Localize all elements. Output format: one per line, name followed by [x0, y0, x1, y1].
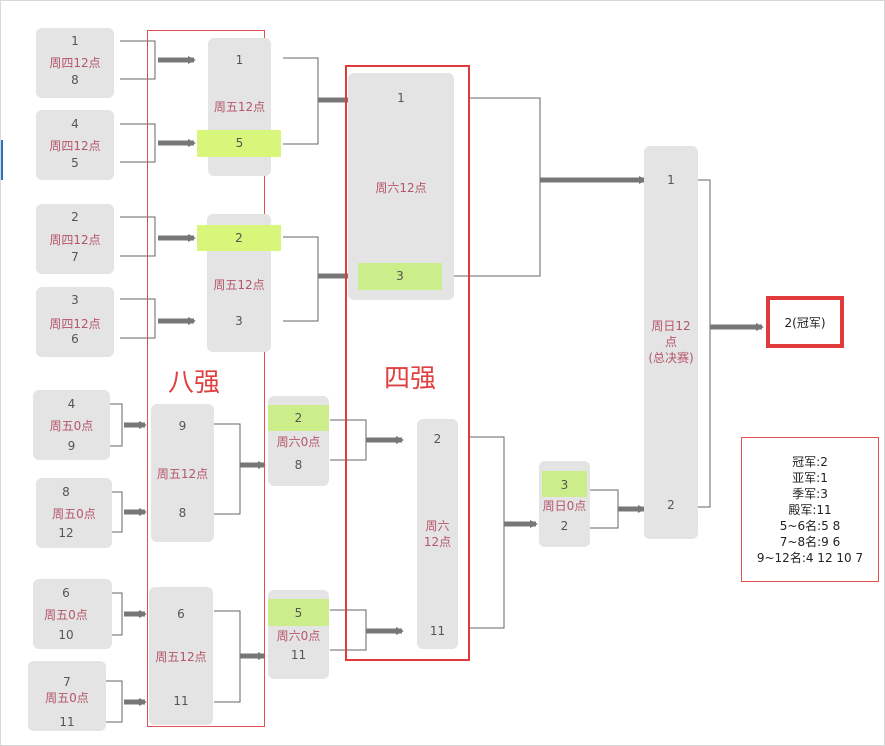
ranking-line: 殿军:11 — [788, 503, 832, 517]
seed-label: 11 — [59, 715, 75, 729]
match-time: 周五0点 — [49, 419, 94, 433]
seed-label: 1 — [71, 34, 79, 48]
winner-highlight — [197, 130, 281, 157]
seed-label: 9 — [67, 439, 76, 453]
winner-highlight — [268, 405, 329, 431]
ranking-line: 7~8名:9 6 — [779, 535, 841, 549]
seed-label: 2 — [560, 519, 569, 533]
winner-highlight — [197, 225, 281, 251]
seed-label: 11 — [429, 624, 446, 638]
seed-label: 2 — [235, 231, 243, 245]
match-time: 周四12点 — [49, 56, 101, 70]
champion-box: 2(冠军) — [766, 296, 844, 348]
four-strong-frame — [345, 65, 470, 661]
seed-label: 5 — [235, 136, 244, 150]
seed-label: 6 — [62, 586, 70, 600]
seed-label: 3 — [235, 314, 243, 328]
round1-match-2: 4 周四12点 5 — [36, 110, 114, 180]
seed-label: 1 — [397, 91, 405, 105]
match-time: 周五0点 — [44, 608, 88, 622]
seed-label: 11 — [173, 694, 189, 708]
match-time: 周五0点 — [52, 507, 96, 521]
ranking-summary: 冠军:2 亚军:1 季军:3 殿军:11 5~6名:5 8 7~8名:9 6 9… — [741, 437, 879, 582]
seed-label: 11 — [290, 648, 307, 662]
match-time: 周六0点 — [276, 629, 321, 643]
seed-label: 10 — [58, 628, 74, 642]
round1-match-5: 4 周五0点 9 — [33, 390, 110, 460]
match-time: 周四12点 — [49, 233, 101, 247]
seed-label: 1 — [235, 53, 244, 67]
seed-label: 3 — [396, 269, 404, 283]
ranking-line: 5~6名:5 8 — [779, 519, 841, 533]
match-time: 周五12点 — [213, 100, 266, 114]
round1-match-6: 8 周五0点 12 — [36, 478, 112, 548]
eight-strong-label: 八强 — [168, 368, 221, 398]
semi-match-1 — [348, 73, 454, 300]
match-time: 周五12点 — [155, 650, 207, 664]
ranking-line: 冠军:2 — [792, 455, 828, 469]
seed-label: 5 — [294, 606, 303, 620]
match-time: 周六 12点 — [423, 519, 452, 549]
final-match: 1 周日12 点 (总决赛) 2 — [644, 146, 698, 539]
seed-label: 9 — [178, 419, 187, 433]
seed-label: 3 — [71, 293, 79, 307]
seed-label: 2 — [433, 432, 442, 446]
match-time: 周日12 点 (总决赛) — [648, 319, 694, 365]
semi-match-2: 2 周六 12点 11 — [417, 419, 458, 649]
eight-strong-frame — [147, 30, 265, 727]
seed-label: 1 — [667, 173, 675, 187]
seed-label: 4 — [67, 397, 76, 411]
edge-strip — [0, 140, 3, 180]
seed-label: 8 — [294, 458, 303, 472]
match-time: 周五12点 — [156, 467, 209, 481]
seed-label: 7 — [71, 250, 79, 264]
ranking-line: 季军:3 — [792, 487, 828, 501]
match-time: 周四12点 — [49, 139, 101, 153]
seed-label: 6 — [177, 607, 185, 621]
seed-label: 2 — [667, 498, 675, 512]
winner-highlight — [542, 471, 587, 497]
match-time: 周五12点 — [213, 278, 265, 292]
round1-match-1: 1 周四12点 8 — [36, 28, 114, 98]
winner-highlight — [358, 263, 442, 290]
round1-match-4: 3 周四12点 6 — [36, 287, 114, 357]
seed-label: 6 — [71, 332, 79, 346]
round1-match-8: 7 周五0点 11 — [28, 661, 106, 731]
match-time: 周四12点 — [49, 317, 101, 331]
four-strong-label: 四强 — [384, 364, 437, 394]
seed-label: 3 — [560, 478, 569, 492]
match-time: 周日0点 — [542, 499, 587, 513]
seed-label: 8 — [71, 73, 79, 87]
winner-highlight — [268, 599, 329, 626]
ranking-line: 亚军:1 — [792, 471, 828, 485]
round2-match-4: 6 周五12点 11 — [149, 587, 213, 725]
seed-label: 12 — [58, 526, 74, 540]
ranking-line: 9~12名:4 12 10 7 — [756, 551, 864, 565]
seed-label: 8 — [178, 506, 187, 520]
seed-label: 5 — [71, 156, 79, 170]
match-time: 周六12点 — [375, 181, 427, 195]
seed-label: 7 — [63, 675, 71, 689]
round1-match-3: 2 周四12点 7 — [36, 204, 114, 274]
seed-label: 4 — [71, 117, 79, 131]
match-time: 周五0点 — [45, 691, 89, 705]
seed-label: 8 — [62, 485, 70, 499]
seed-label: 2 — [71, 210, 79, 224]
match-time: 周六0点 — [276, 435, 321, 449]
round1-match-7: 6 周五0点 10 — [33, 579, 112, 649]
round2-match-3: 9 周五12点 8 — [151, 404, 214, 542]
seed-label: 2 — [294, 411, 303, 425]
